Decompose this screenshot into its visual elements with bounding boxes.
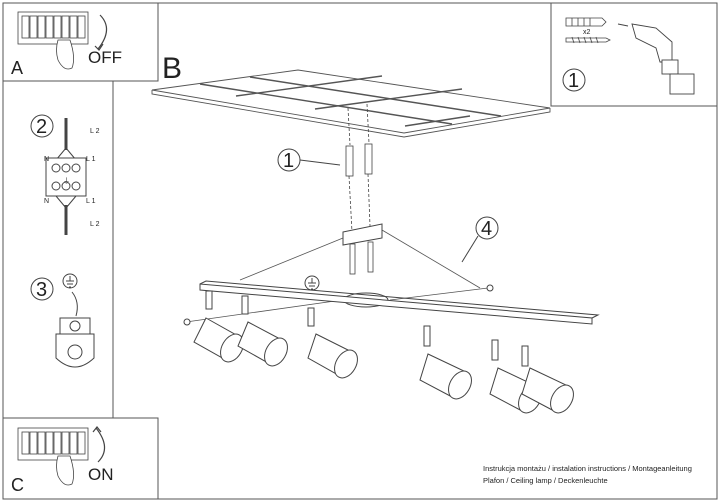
breaker-panel-icon	[17, 11, 89, 45]
spotlight	[237, 295, 288, 367]
wire-l1-top: L 1	[86, 156, 96, 163]
drill-icon	[617, 23, 695, 95]
step-2-number: 2	[36, 116, 47, 138]
left-steps-frame	[2, 80, 114, 418]
mounting-plugs	[345, 103, 374, 275]
parts-step-number: 1	[568, 70, 579, 92]
screw-icon	[565, 36, 611, 44]
panel-a-letter: A	[11, 58, 23, 78]
wire-l2-bottom: L 2	[90, 221, 100, 228]
parts-panel: x2 1	[550, 2, 718, 107]
wire-ground: ⏚	[63, 177, 70, 185]
footer-instructions-title: Instrukcja montażu / instalation instruc…	[483, 464, 692, 473]
ceiling-plane	[151, 69, 551, 138]
wire-l1-bottom: L 1	[86, 198, 96, 205]
panel-c-letter: C	[11, 475, 24, 495]
wire-n-top: N	[44, 156, 49, 163]
breaker-panel-icon	[17, 427, 89, 461]
hand-icon	[56, 455, 74, 486]
spotlight	[521, 345, 574, 414]
guide-lines	[185, 229, 489, 323]
mounting-bracket	[342, 223, 383, 246]
hand-icon	[56, 39, 74, 70]
lamp-bar	[199, 280, 600, 325]
panel-b-letter: B	[162, 52, 182, 85]
footer-product-name: Plafon / Ceiling lamp / Deckenleuchte	[483, 476, 608, 485]
on-label: ON	[88, 465, 114, 484]
step-4-number: 4	[481, 218, 492, 240]
arrow-up-icon	[95, 427, 106, 463]
step-1-number: 1	[283, 150, 294, 172]
spotlight	[419, 325, 472, 400]
panel-a: A OFF	[2, 2, 159, 82]
ground-step: 3	[30, 273, 95, 368]
quantity-label: x2	[583, 29, 591, 36]
wall-plug-icon	[565, 17, 607, 27]
spotlight	[193, 290, 244, 363]
spotlight	[307, 307, 358, 379]
wiring-step: 2 L 2 N L 1 ⏚ N L 1 L 2	[30, 114, 100, 235]
wire-n-bottom: N	[44, 198, 49, 205]
screw-icon	[183, 284, 494, 326]
wire-l2-top: L 2	[90, 128, 100, 135]
off-label: OFF	[88, 48, 122, 67]
panel-c: C ON	[2, 417, 159, 500]
step-3-number: 3	[36, 279, 47, 301]
arrow-down-icon	[97, 14, 108, 50]
